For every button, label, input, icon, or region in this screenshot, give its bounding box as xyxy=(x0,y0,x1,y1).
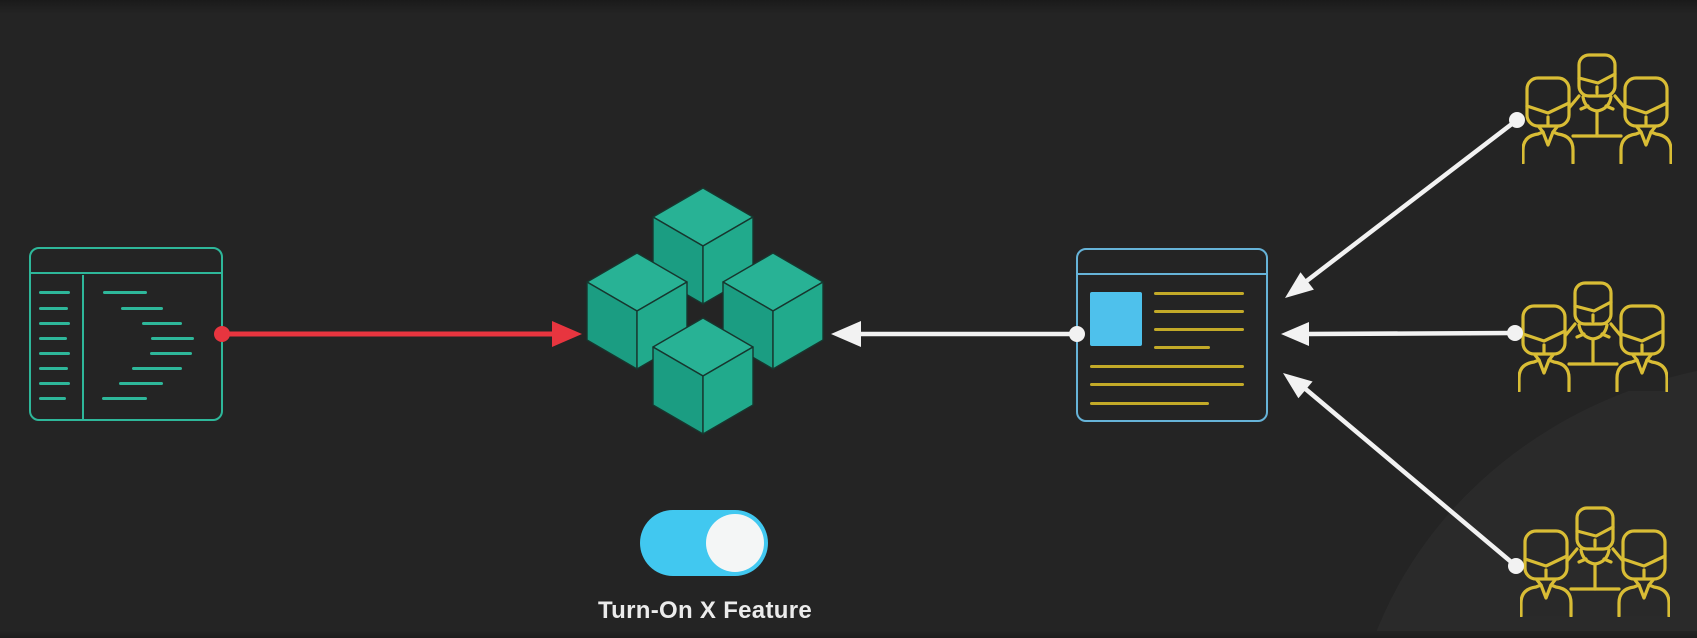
text-line xyxy=(1154,328,1244,331)
arrow-code-to-cubes xyxy=(214,321,582,347)
code-window-titlebar xyxy=(31,249,221,274)
text-line xyxy=(1090,402,1209,405)
text-line xyxy=(1154,292,1244,295)
sidebar-line xyxy=(39,397,66,400)
article-window-titlebar xyxy=(1078,250,1266,275)
code-line xyxy=(119,382,163,385)
toggle-knob xyxy=(706,514,764,572)
code-line xyxy=(142,322,182,325)
top-letterbox-strip xyxy=(0,0,1697,14)
text-line xyxy=(1154,310,1244,313)
code-editor-window-icon xyxy=(29,247,223,421)
arrow-article-to-cubes xyxy=(831,321,1085,347)
text-line xyxy=(1090,383,1244,386)
sidebar-line xyxy=(39,307,68,310)
users-group-icon-middle xyxy=(1518,281,1668,392)
sidebar-line xyxy=(39,352,70,355)
code-line xyxy=(103,291,147,294)
arrow-users-middle-to-article xyxy=(1281,322,1523,346)
code-window-sidebar-divider xyxy=(82,274,84,419)
code-line xyxy=(150,352,192,355)
code-line xyxy=(132,367,182,370)
cube xyxy=(652,317,754,435)
sidebar-line xyxy=(39,367,68,370)
code-line xyxy=(151,337,194,340)
article-image-placeholder xyxy=(1090,292,1142,346)
toggle-label: Turn-On X Feature xyxy=(598,597,812,624)
article-window-icon xyxy=(1076,248,1268,422)
text-line xyxy=(1090,365,1244,368)
cube xyxy=(586,252,688,370)
sidebar-line xyxy=(39,382,70,385)
users-group-icon-top xyxy=(1522,53,1672,164)
code-line xyxy=(102,397,147,400)
sidebar-line xyxy=(39,337,67,340)
arrow-users-top-to-article xyxy=(1285,112,1525,298)
bottom-letterbox-strip xyxy=(0,631,1697,638)
feature-toggle[interactable] xyxy=(640,510,768,576)
text-line xyxy=(1154,346,1210,349)
sidebar-line xyxy=(39,322,70,325)
sidebar-line xyxy=(39,291,70,294)
blocks-cluster-icon xyxy=(586,187,824,435)
users-group-icon-bottom xyxy=(1520,506,1670,617)
code-line xyxy=(121,307,163,310)
